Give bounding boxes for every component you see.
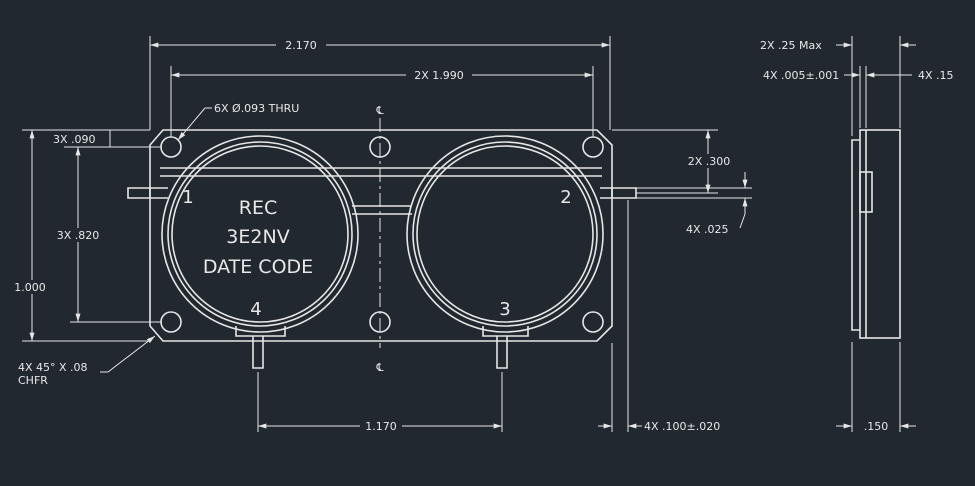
center-channel <box>160 167 602 215</box>
svg-text:2X .300: 2X .300 <box>688 155 731 168</box>
centerline-symbol-bottom: ℄ <box>375 361 383 374</box>
dim-body-thickness: .150 <box>836 342 916 433</box>
port-3-label: 3 <box>499 299 510 320</box>
dim-hole-edge-y: 3X .090 <box>53 130 162 148</box>
svg-text:4X .100±.020: 4X .100±.020 <box>644 420 720 433</box>
side-tabs <box>127 187 637 199</box>
svg-text:4X .005±.001: 4X .005±.001 <box>763 69 839 82</box>
svg-text:4X .15: 4X .15 <box>918 69 954 82</box>
svg-text:.150: .150 <box>864 420 889 433</box>
label-line-2: 3E2NV <box>226 226 289 248</box>
label-line-3: DATE CODE <box>203 256 313 278</box>
dim-chamfer: 4X 45° X .08 CHFR <box>18 335 156 387</box>
svg-text:3X .090: 3X .090 <box>53 133 96 146</box>
svg-text:4X 45° X .08: 4X 45° X .08 <box>18 361 88 374</box>
dim-lid-gap: 4X .005±.001 <box>763 66 867 128</box>
dim-tab-offset: 2X .300 <box>612 129 734 194</box>
svg-text:1.170: 1.170 <box>365 420 397 433</box>
dim-hole-spacing-x: 2X 1.990 <box>170 66 594 137</box>
port-4-label: 4 <box>250 299 261 320</box>
dim-hole-spacing-y: 3X .820 <box>50 146 162 323</box>
housing-outline <box>149 129 613 342</box>
cavity-left <box>161 135 359 333</box>
side-view <box>851 129 901 339</box>
centerline-symbol-top: ℄ <box>375 104 383 117</box>
label-line-1: REC <box>239 197 277 219</box>
port-2-label: 2 <box>560 187 571 208</box>
svg-text:CHFR: CHFR <box>18 374 48 387</box>
dim-tab-thickness: 4X .025 <box>636 172 752 236</box>
dim-hole-callout: 6X Ø.093 THRU <box>177 102 299 141</box>
dim-pin-length: 4X .100±.020 <box>598 200 720 433</box>
dim-overall-length: 2.170 <box>149 36 611 130</box>
svg-text:3X .820: 3X .820 <box>57 229 100 242</box>
dim-overall-height: 1.000 <box>12 129 150 342</box>
bottom-pins <box>235 326 529 369</box>
svg-text:2X .25 Max: 2X .25 Max <box>760 39 822 52</box>
dim-max-height: 2X .25 Max <box>760 36 916 136</box>
cavity-right <box>406 135 604 333</box>
dim-pin-spacing: 1.170 <box>257 372 503 433</box>
svg-text:1.000: 1.000 <box>14 281 46 294</box>
svg-text:6X Ø.093 THRU: 6X Ø.093 THRU <box>214 102 299 115</box>
svg-text:4X .025: 4X .025 <box>686 223 729 236</box>
port-1-label: 1 <box>182 187 193 208</box>
svg-text:2.170: 2.170 <box>285 39 317 52</box>
dim-flange: 4X .15 <box>865 69 954 82</box>
svg-text:2X 1.990: 2X 1.990 <box>414 69 464 82</box>
